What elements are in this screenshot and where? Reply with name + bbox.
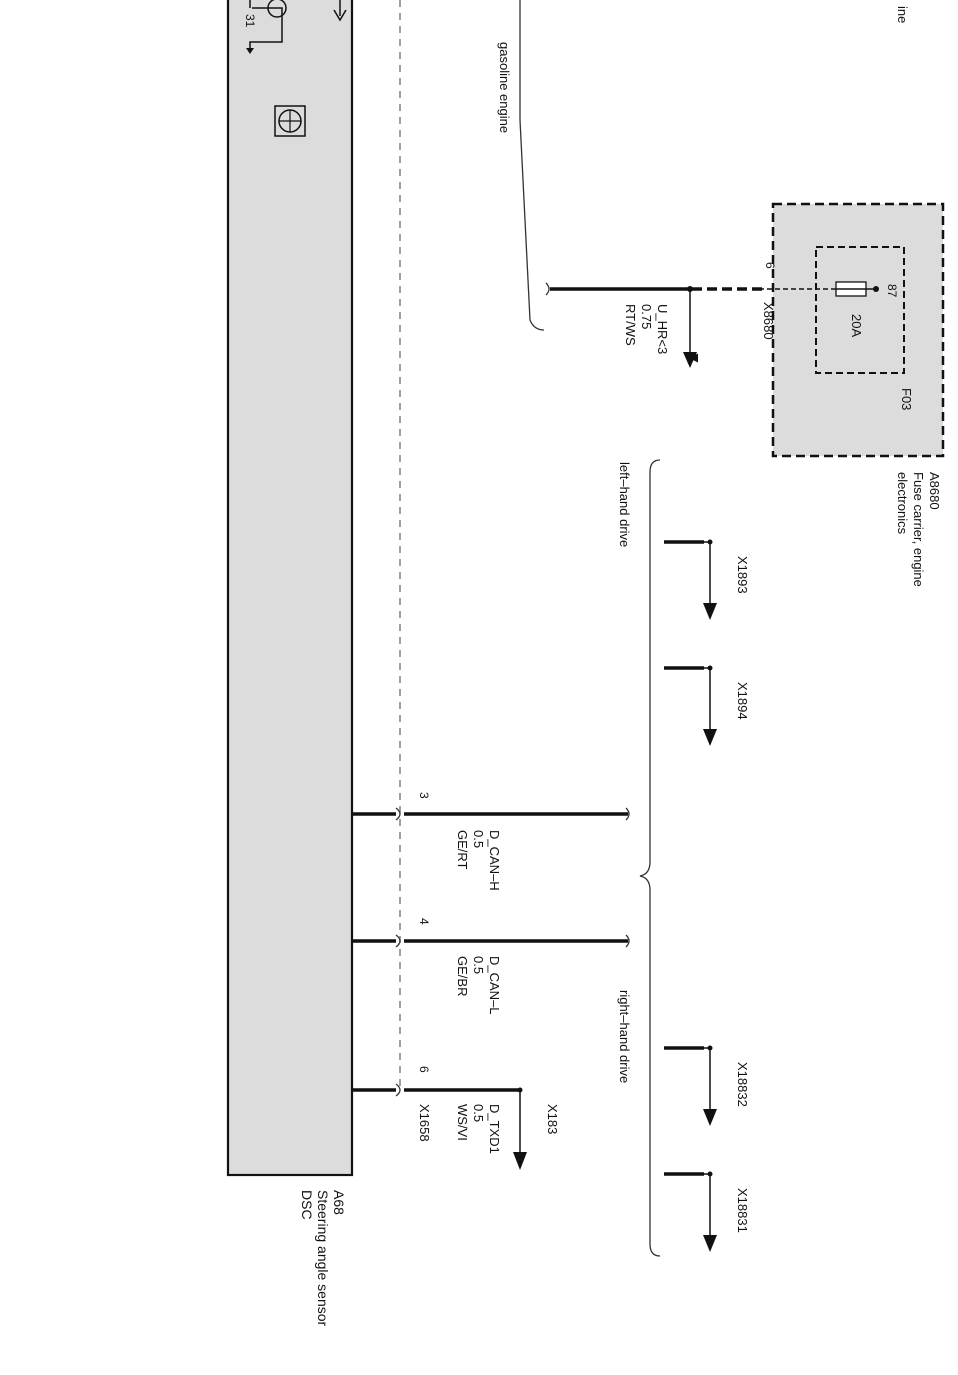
supply-wire-name: U_HR<3	[655, 304, 670, 354]
top-edge-label: ine	[895, 6, 910, 23]
svg-text:X1893: X1893	[735, 556, 750, 594]
svg-text:X183: X183	[545, 1104, 560, 1134]
left-hand-drive-label: left–hand drive	[617, 462, 632, 547]
drive-variant-bracket	[639, 459, 661, 1257]
svg-text:D_CAN–L: D_CAN–L	[487, 956, 502, 1015]
svg-text:X18832: X18832	[735, 1062, 750, 1107]
wire-d-can-h: 3 D_CAN–H 0.5 GE/RT	[352, 792, 630, 891]
txd-arrow-icon	[513, 1152, 527, 1170]
connector-pin-6: 6	[763, 262, 777, 269]
fuse-carrier-name-line1: Fuse carrier, engine	[911, 472, 926, 587]
connector-x1893: X1893	[664, 539, 750, 620]
svg-text:GE/BR: GE/BR	[455, 956, 470, 996]
connector-x18831: X18831	[664, 1171, 750, 1252]
svg-text:4: 4	[417, 918, 431, 925]
supply-arrow-icon	[683, 352, 697, 368]
steering-angle-sensor-module	[226, 0, 354, 1177]
svg-text:0.5: 0.5	[471, 956, 486, 974]
ground-symbol: 31	[243, 0, 347, 54]
pin-31-label: 31	[243, 14, 257, 28]
connector-x18832: X18832	[664, 1045, 750, 1126]
module-id: A68	[331, 1190, 347, 1215]
right-hand-drive-label: right–hand drive	[617, 990, 632, 1083]
svg-text:X1894: X1894	[735, 682, 750, 720]
fuse-rating: 20A	[849, 314, 864, 337]
supply-wire-gauge: 0.75	[639, 304, 654, 329]
wire-d-can-l: 4 D_CAN–L 0.5 GE/BR	[352, 918, 630, 1015]
svg-text:D_CAN–H: D_CAN–H	[487, 830, 502, 891]
svg-text:6: 6	[417, 1066, 431, 1073]
module-name-line1: Steering angle sensor	[315, 1190, 331, 1327]
supply-wire-color: RT/WS	[623, 304, 638, 346]
connector-x1894: X1894	[664, 665, 750, 746]
module-sensor-icon	[274, 105, 306, 137]
fuse-carrier-box	[771, 202, 945, 458]
svg-text:X18831: X18831	[735, 1188, 750, 1233]
svg-text:3: 3	[417, 792, 431, 799]
svg-text:0.5: 0.5	[471, 830, 486, 848]
connector-x8680: X8680	[761, 302, 776, 340]
svg-text:D_TXD1: D_TXD1	[487, 1104, 502, 1154]
gasoline-engine-label: gasoline engine	[497, 42, 512, 133]
fuse-inner-box	[815, 246, 905, 374]
svg-text:X1658: X1658	[417, 1104, 432, 1142]
wire-d-txd1: 6 X1658 D_TXD1 0.5 WS/VI X183	[352, 1066, 560, 1170]
fuse-id: F03	[899, 388, 914, 410]
svg-text:WS/VI: WS/VI	[455, 1104, 470, 1141]
svg-text:0.5: 0.5	[471, 1104, 486, 1122]
svg-text:GE/RT: GE/RT	[455, 830, 470, 870]
gasoline-bracket	[519, 119, 545, 331]
module-name-line2: DSC	[299, 1190, 315, 1220]
fuse-carrier-id: A8680	[927, 472, 942, 510]
fuse-pin-label: 87	[885, 284, 899, 298]
fuse-carrier-name-line2: electronics	[895, 472, 910, 535]
